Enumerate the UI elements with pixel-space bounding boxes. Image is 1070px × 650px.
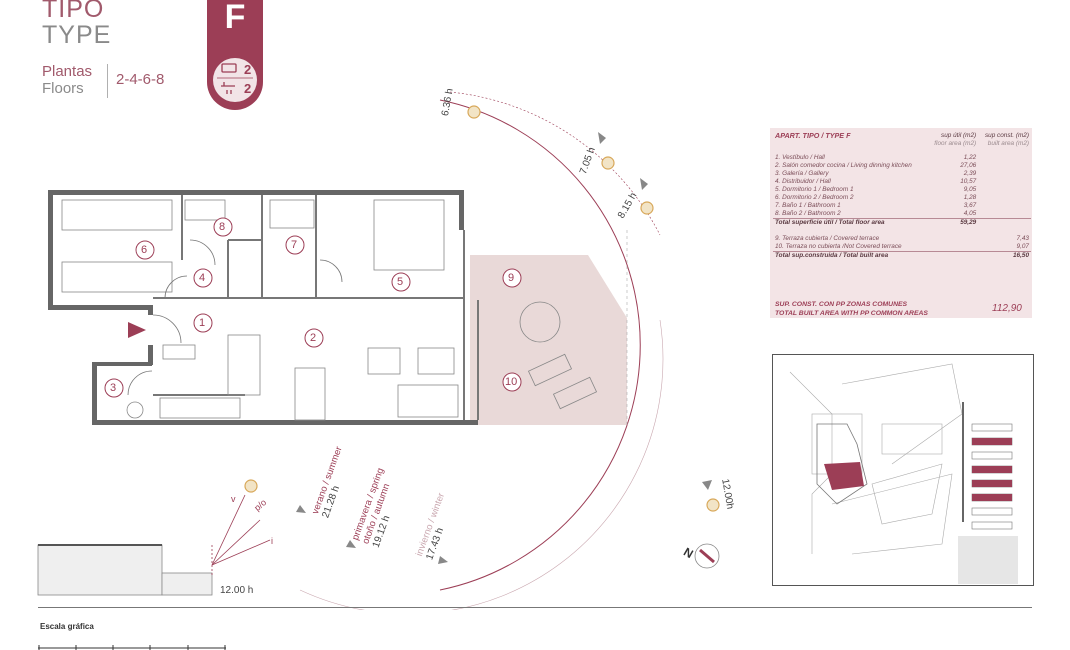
built-area-header: sup const. (m2) (984, 132, 1029, 139)
room-number: 3 (110, 382, 117, 394)
table-row: 2. Salón comedor cocina / Living dinning… (775, 162, 977, 169)
room-number: 7 (291, 239, 298, 251)
pp-area-label-es: SUP. CONST. CON PP ZONAS COMUNES (775, 301, 908, 308)
section-label-summer: v (231, 494, 236, 504)
footer-divider (38, 607, 1032, 608)
type-badge (207, 0, 263, 110)
pp-area-value: 112,90 (992, 303, 1022, 314)
floors-label-es: Plantas (42, 63, 93, 80)
section-time: 12.00 h (220, 585, 254, 596)
floors-label-en: Floors (42, 80, 84, 97)
scale-label: Escala gráfica (40, 622, 94, 631)
badge-letter: F (224, 0, 246, 36)
room-number: 6 (141, 244, 148, 256)
bathroom-count: 2 (244, 81, 252, 96)
room-number: 10 (505, 376, 518, 388)
room-number: 1 (199, 317, 206, 329)
entrance-arrow-icon (128, 322, 146, 338)
section-label-winter: i (271, 536, 273, 546)
type-label-en: TYPE (42, 21, 112, 49)
built-area-header-en: built area (m2) (987, 140, 1029, 147)
room-number: 8 (219, 221, 226, 233)
table-row: 10. Terraza no cubierta /Not Covered ter… (775, 243, 1029, 250)
area-title: APART. TIPO / TYPE F (775, 131, 851, 140)
room-number: 2 (310, 332, 317, 344)
useful-area-header: sup útil (m2) (941, 132, 977, 139)
room-number: 9 (508, 272, 515, 284)
useful-area-header-en: floor area (m2) (934, 140, 977, 147)
room-number: 4 (199, 272, 206, 284)
bedroom-count: 2 (244, 62, 252, 77)
total-useful-row: Total superficie útil / Total floor area… (773, 218, 1031, 227)
floors-divider (107, 64, 108, 98)
type-label-es: TIPO (42, 0, 105, 23)
bath-icon (221, 82, 235, 94)
bed-icon (221, 63, 237, 73)
floor-plan-drawing (37, 91, 720, 610)
floor-numbers: 2-4-6-8 (116, 71, 165, 88)
pp-area-label-en: TOTAL BUILT AREA WITH PP COMMON AREAS (775, 310, 928, 317)
room-number: 5 (397, 276, 404, 288)
scale-bar (38, 645, 226, 650)
site-plan (772, 354, 1034, 586)
area-table: APART. TIPO / TYPE F sup útil (m2) sup c… (770, 128, 1032, 318)
